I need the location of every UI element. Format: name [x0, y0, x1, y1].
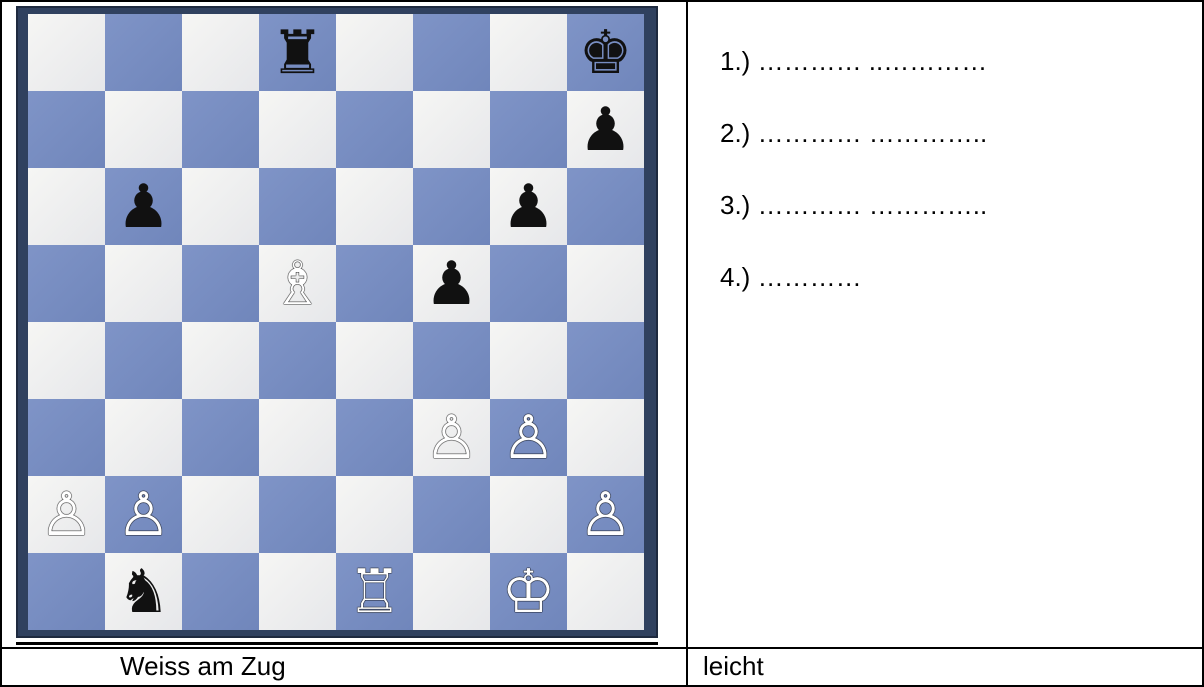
square-c1[interactable] — [182, 553, 259, 630]
square-e1[interactable]: ♖ — [336, 553, 413, 630]
square-g5[interactable] — [490, 245, 567, 322]
square-a1[interactable] — [28, 553, 105, 630]
square-e7[interactable] — [336, 91, 413, 168]
square-g3[interactable]: ♙ — [490, 399, 567, 476]
square-f6[interactable] — [413, 168, 490, 245]
square-h1[interactable] — [567, 553, 644, 630]
square-a3[interactable] — [28, 399, 105, 476]
move-line-1[interactable]: 1.) ………… ..………… — [720, 48, 987, 74]
square-b7[interactable] — [105, 91, 182, 168]
square-g4[interactable] — [490, 322, 567, 399]
black-rook-icon[interactable]: ♜ — [271, 23, 325, 83]
square-b3[interactable] — [105, 399, 182, 476]
square-e2[interactable] — [336, 476, 413, 553]
square-e3[interactable] — [336, 399, 413, 476]
square-g1[interactable]: ♔ — [490, 553, 567, 630]
chess-board[interactable]: ♜ ♚ ♟ ♟ ♟ ♗ ♟ ♙ ♙ ♙ ♙ ♙ ♞ ♖ ♔ — [28, 14, 644, 630]
square-f8[interactable] — [413, 14, 490, 91]
square-h7[interactable]: ♟ — [567, 91, 644, 168]
black-pawn-icon[interactable]: ♟ — [502, 177, 556, 237]
square-h2[interactable]: ♙ — [567, 476, 644, 553]
white-pawn-icon[interactable]: ♙ — [579, 485, 633, 545]
square-b5[interactable] — [105, 245, 182, 322]
square-a4[interactable] — [28, 322, 105, 399]
black-pawn-icon[interactable]: ♟ — [425, 254, 479, 314]
square-f1[interactable] — [413, 553, 490, 630]
side-to-move-label: Weiss am Zug — [120, 653, 286, 679]
square-d2[interactable] — [259, 476, 336, 553]
black-king-icon[interactable]: ♚ — [579, 23, 633, 83]
square-h3[interactable] — [567, 399, 644, 476]
square-c5[interactable] — [182, 245, 259, 322]
square-b4[interactable] — [105, 322, 182, 399]
square-a2[interactable]: ♙ — [28, 476, 105, 553]
square-e8[interactable] — [336, 14, 413, 91]
square-f3[interactable]: ♙ — [413, 399, 490, 476]
square-g6[interactable]: ♟ — [490, 168, 567, 245]
square-f2[interactable] — [413, 476, 490, 553]
table-border-top — [0, 0, 1204, 2]
square-d7[interactable] — [259, 91, 336, 168]
square-e4[interactable] — [336, 322, 413, 399]
square-d8[interactable]: ♜ — [259, 14, 336, 91]
white-pawn-icon[interactable]: ♙ — [502, 408, 556, 468]
square-c2[interactable] — [182, 476, 259, 553]
square-g7[interactable] — [490, 91, 567, 168]
square-b2[interactable]: ♙ — [105, 476, 182, 553]
square-d3[interactable] — [259, 399, 336, 476]
table-border-left — [0, 0, 2, 687]
square-c3[interactable] — [182, 399, 259, 476]
black-pawn-icon[interactable]: ♟ — [579, 100, 633, 160]
white-pawn-icon[interactable]: ♙ — [425, 408, 479, 468]
white-bishop-icon[interactable]: ♗ — [271, 254, 325, 314]
square-f7[interactable] — [413, 91, 490, 168]
square-c7[interactable] — [182, 91, 259, 168]
white-rook-icon[interactable]: ♖ — [348, 562, 402, 622]
table-border-middle — [686, 0, 688, 687]
square-h8[interactable]: ♚ — [567, 14, 644, 91]
square-c6[interactable] — [182, 168, 259, 245]
square-h6[interactable] — [567, 168, 644, 245]
table-border-row-divider — [0, 647, 1204, 649]
square-b8[interactable] — [105, 14, 182, 91]
square-a8[interactable] — [28, 14, 105, 91]
difficulty-label: leicht — [703, 653, 764, 679]
move-line-3[interactable]: 3.) ………… ………….. — [720, 192, 987, 218]
square-f4[interactable] — [413, 322, 490, 399]
white-pawn-icon[interactable]: ♙ — [40, 485, 94, 545]
square-b1[interactable]: ♞ — [105, 553, 182, 630]
move-line-2[interactable]: 2.) ………… ………….. — [720, 120, 987, 146]
square-d5[interactable]: ♗ — [259, 245, 336, 322]
black-knight-icon[interactable]: ♞ — [117, 562, 171, 622]
square-h5[interactable] — [567, 245, 644, 322]
move-line-4[interactable]: 4.) ………… — [720, 264, 862, 290]
square-e6[interactable] — [336, 168, 413, 245]
square-a7[interactable] — [28, 91, 105, 168]
square-b6[interactable]: ♟ — [105, 168, 182, 245]
white-king-icon[interactable]: ♔ — [502, 562, 556, 622]
square-a5[interactable] — [28, 245, 105, 322]
square-a6[interactable] — [28, 168, 105, 245]
board-underline — [16, 642, 658, 645]
square-d4[interactable] — [259, 322, 336, 399]
square-c4[interactable] — [182, 322, 259, 399]
square-g2[interactable] — [490, 476, 567, 553]
square-f5[interactable]: ♟ — [413, 245, 490, 322]
square-d1[interactable] — [259, 553, 336, 630]
square-h4[interactable] — [567, 322, 644, 399]
square-e5[interactable] — [336, 245, 413, 322]
black-pawn-icon[interactable]: ♟ — [117, 177, 171, 237]
square-g8[interactable] — [490, 14, 567, 91]
white-pawn-icon[interactable]: ♙ — [117, 485, 171, 545]
square-d6[interactable] — [259, 168, 336, 245]
square-c8[interactable] — [182, 14, 259, 91]
